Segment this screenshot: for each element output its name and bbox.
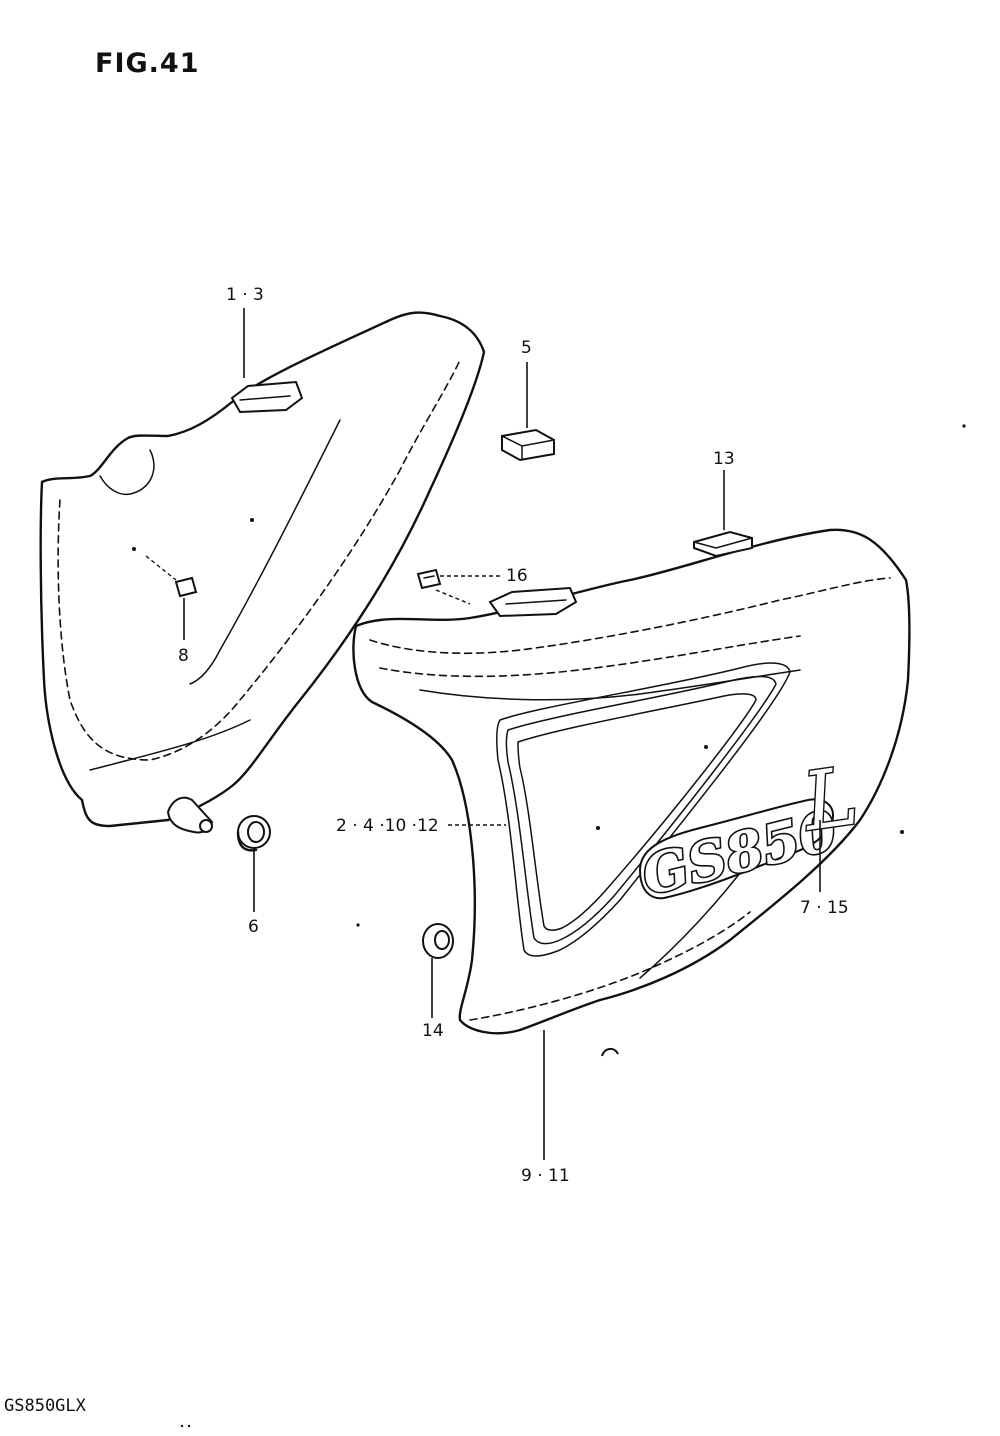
left-side-cover: [39, 311, 486, 834]
callout-7-15: 7 · 15: [800, 898, 849, 918]
callout-9-11: 9 · 11: [521, 1166, 570, 1186]
cushion-13: [693, 530, 753, 558]
cushion-5: [501, 428, 555, 462]
callout-14: 14: [422, 1021, 444, 1041]
callout-16: 16: [506, 566, 528, 586]
callout-1-3: 1 · 3: [226, 285, 264, 305]
fig-title: FIG.41: [95, 48, 200, 79]
callout-8: 8: [178, 646, 189, 666]
callout-2-4-10-12: 2 · 4 ·10 ·12: [336, 816, 439, 836]
model-code: GS850GLX: [4, 1396, 86, 1416]
callout-13: 13: [713, 449, 735, 469]
leader-lines: [145, 308, 821, 1160]
scan-specks: [180, 424, 966, 1428]
callout-5: 5: [521, 338, 532, 358]
callout-6: 6: [248, 917, 259, 937]
emblem-script: L: [796, 749, 864, 849]
grommet-14: [422, 923, 454, 959]
clip-16: [416, 568, 442, 590]
grommet-6: [236, 815, 271, 852]
